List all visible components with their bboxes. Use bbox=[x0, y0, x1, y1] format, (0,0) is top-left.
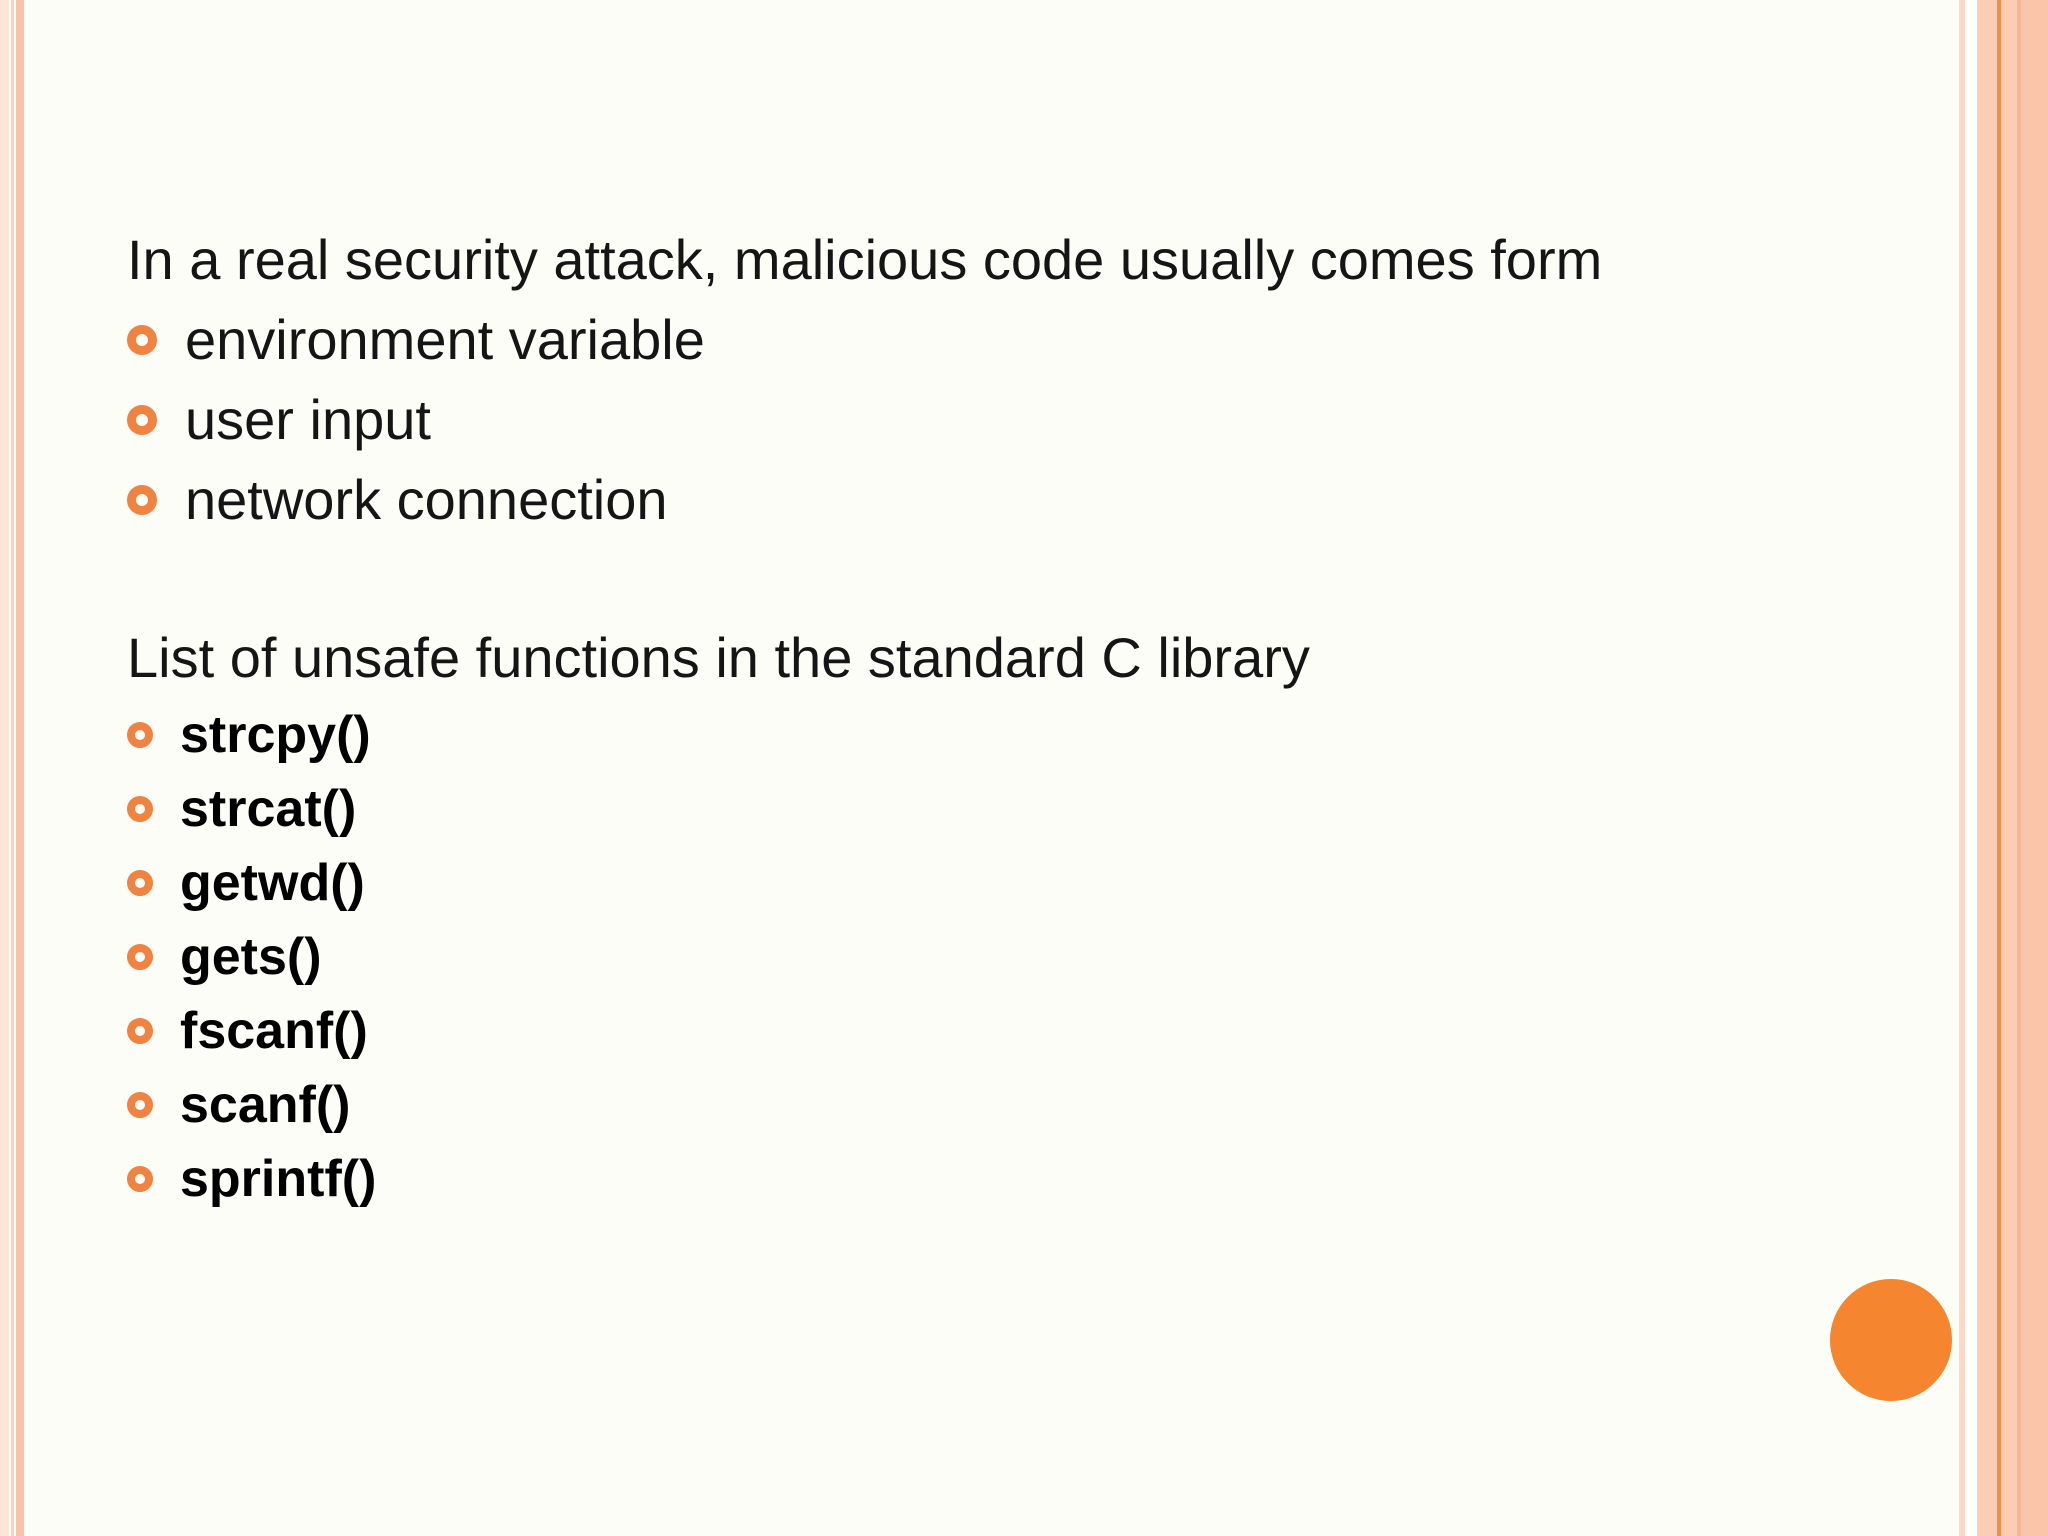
bullet-ring-icon bbox=[127, 944, 153, 970]
function-name-label: strcpy() bbox=[180, 706, 371, 764]
list-item: sprintf() bbox=[127, 1142, 1847, 1216]
blank-line bbox=[127, 540, 1847, 618]
list-item: scanf() bbox=[127, 1068, 1847, 1142]
bullet-ring-icon bbox=[127, 325, 157, 355]
list-item: strcpy() bbox=[127, 698, 1847, 772]
bullet-ring-icon bbox=[127, 870, 153, 896]
list-item-label: network connection bbox=[185, 468, 668, 531]
list-item: network connection bbox=[127, 460, 1847, 540]
function-name-label: getwd() bbox=[180, 854, 365, 912]
bullet-ring-icon bbox=[127, 1166, 153, 1192]
function-name-label: fscanf() bbox=[180, 1002, 368, 1060]
right-stripe-border bbox=[1956, 0, 2048, 1536]
list-item: getwd() bbox=[127, 846, 1847, 920]
bullet-ring-icon bbox=[127, 1092, 153, 1118]
slide-body: In a real security attack, malicious cod… bbox=[127, 220, 1847, 1216]
intro-lead-text: In a real security attack, malicious cod… bbox=[127, 228, 1603, 291]
list-item: gets() bbox=[127, 920, 1847, 994]
list-item: environment variable bbox=[127, 300, 1847, 380]
function-name-label: strcat() bbox=[180, 780, 357, 838]
bullet-ring-icon bbox=[127, 722, 153, 748]
bullet-ring-icon bbox=[127, 485, 157, 515]
list-item: fscanf() bbox=[127, 994, 1847, 1068]
bullet-ring-icon bbox=[127, 405, 157, 435]
list-item: user input bbox=[127, 380, 1847, 460]
function-name-label: sprintf() bbox=[180, 1150, 377, 1208]
list-item-label: environment variable bbox=[185, 308, 705, 371]
bullet-ring-icon bbox=[127, 796, 153, 822]
bullet-ring-icon bbox=[127, 1018, 153, 1044]
unsafe-functions-lead-text: List of unsafe functions in the standard… bbox=[127, 626, 1310, 689]
function-name-label: gets() bbox=[180, 928, 322, 986]
function-name-label: scanf() bbox=[180, 1076, 351, 1134]
list-item: strcat() bbox=[127, 772, 1847, 846]
orange-circle-decoration bbox=[1830, 1279, 1952, 1401]
list-item-label: user input bbox=[185, 388, 431, 451]
left-stripe-border bbox=[0, 0, 24, 1536]
